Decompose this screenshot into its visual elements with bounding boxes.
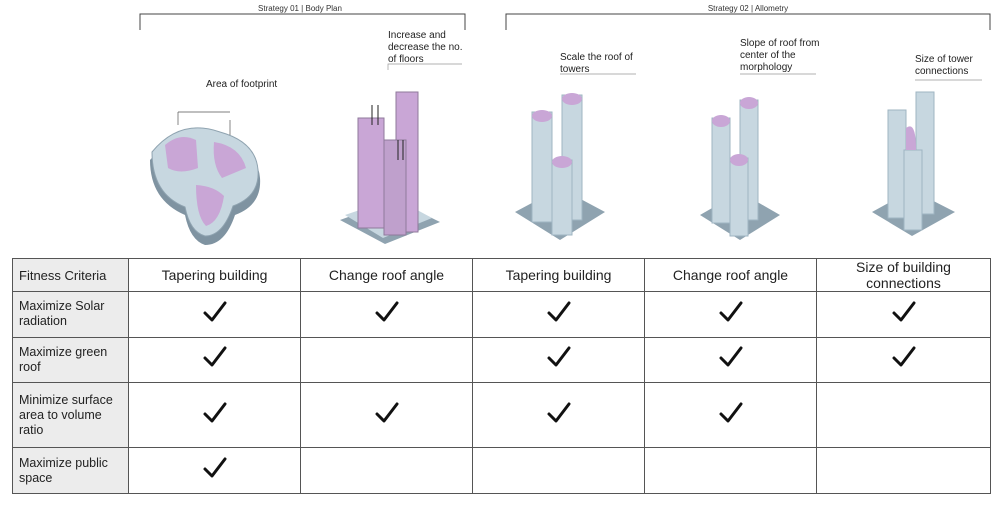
checkmark-icon	[719, 301, 742, 322]
checkmark-icon	[892, 346, 915, 367]
criterion-cell	[300, 382, 473, 449]
checkmark-icon	[547, 402, 570, 423]
table-header-row: Fitness Criteria Tapering building Chang…	[12, 258, 991, 292]
annotation-roof-slope: Slope of roof from center of the morphol…	[740, 38, 820, 73]
strategy-01-bracket	[139, 13, 466, 30]
criterion-cell	[816, 447, 991, 494]
criterion-cell	[128, 447, 301, 494]
fitness-criteria-table: Fitness Criteria Tapering building Chang…	[12, 258, 991, 494]
checkmark-icon	[719, 402, 742, 423]
checkmark-icon	[203, 346, 226, 367]
criterion-label: Maximize green roof	[12, 336, 129, 384]
criterion-label: Maximize Solar radiation	[12, 291, 129, 338]
table-row: Minimize surface area to volume ratio	[12, 382, 991, 449]
table-row: Maximize Solar radiation	[12, 291, 991, 338]
criterion-label: Minimize surface area to volume ratio	[12, 382, 129, 449]
floors-model	[340, 91, 440, 244]
criterion-cell	[472, 336, 645, 384]
scale-roof-model	[515, 93, 605, 240]
header-col-1: Tapering building	[128, 258, 301, 292]
header-fitness-criteria: Fitness Criteria	[12, 258, 129, 292]
criterion-cell	[644, 336, 817, 384]
checkmark-icon	[203, 457, 226, 478]
criterion-cell	[128, 336, 301, 384]
criterion-cell	[472, 447, 645, 494]
annotation-floors: Increase and decrease the no. of floors	[388, 30, 463, 65]
annotation-scale-roof: Scale the roof of towers	[560, 52, 633, 75]
criterion-cell	[472, 382, 645, 449]
criterion-cell	[300, 447, 473, 494]
header-col-4: Change roof angle	[644, 258, 817, 292]
checkmark-icon	[892, 301, 915, 322]
criterion-cell	[644, 382, 817, 449]
header-col-5: Size of building connections	[816, 258, 991, 292]
roof-slope-model	[700, 97, 780, 240]
header-col-3: Tapering building	[472, 258, 645, 292]
criterion-cell	[644, 447, 817, 494]
strategy-01-label: Strategy 01 | Body Plan	[258, 4, 342, 13]
checkmark-icon	[719, 346, 742, 367]
criterion-cell	[816, 382, 991, 449]
header-col-2: Change roof angle	[300, 258, 473, 292]
criterion-cell	[644, 291, 817, 338]
annotation-tower-connections: Size of tower connections	[915, 54, 973, 77]
annotation-footprint: Area of footprint	[206, 79, 278, 90]
table-row: Maximize public space	[12, 447, 991, 494]
strategy-02-label: Strategy 02 | Allometry	[707, 4, 789, 13]
checkmark-icon	[203, 301, 226, 322]
checkmark-icon	[375, 402, 398, 423]
criterion-label: Maximize public space	[12, 447, 129, 494]
checkmark-icon	[375, 301, 398, 322]
criterion-cell	[816, 336, 991, 384]
footprint-model	[150, 111, 261, 245]
checkmark-icon	[547, 346, 570, 367]
criterion-cell	[816, 291, 991, 338]
strategy-02-bracket	[505, 13, 991, 30]
criterion-cell	[300, 291, 473, 338]
criterion-cell	[300, 336, 473, 384]
tower-connections-model	[872, 91, 955, 236]
criterion-cell	[128, 382, 301, 449]
criterion-cell	[472, 291, 645, 338]
checkmark-icon	[203, 402, 226, 423]
checkmark-icon	[547, 301, 570, 322]
table-row: Maximize green roof	[12, 336, 991, 384]
criterion-cell	[128, 291, 301, 338]
